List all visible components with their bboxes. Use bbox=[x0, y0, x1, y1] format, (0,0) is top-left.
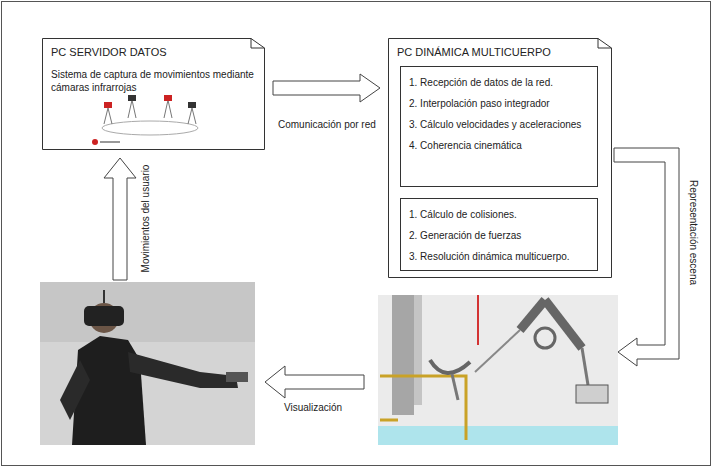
user-photo-part bbox=[60, 360, 90, 420]
scene-render-part bbox=[475, 330, 520, 372]
camera-rig-illustration-part bbox=[108, 108, 112, 124]
task-list-box: 1. Cálculo de colisiones. 2. Generación d… bbox=[400, 198, 598, 271]
camera-rig-illustration-part bbox=[104, 108, 108, 124]
computer-box: PC SERVIDOR DATOS Sistema de captura de m… bbox=[42, 38, 265, 150]
folder-fold bbox=[251, 39, 265, 49]
folder-fold bbox=[598, 39, 612, 49]
camera-rig-illustration-part bbox=[104, 102, 112, 108]
user-photo-part bbox=[40, 282, 255, 342]
camera-rig-illustration-part bbox=[100, 141, 120, 143]
folder-outline bbox=[388, 38, 612, 278]
box-description: Sistema de captura de movimientos median… bbox=[51, 68, 255, 94]
scene-render-arrow-part bbox=[614, 148, 679, 366]
computer-box: PC DINÁMICA MULTICUERPO 1. Recepción de d… bbox=[388, 38, 612, 278]
list-item: 3. Cálculo velocidades y aceleraciones bbox=[409, 118, 589, 131]
camera-rig-illustration-part bbox=[128, 95, 136, 101]
camera-rig-illustration-part bbox=[188, 108, 192, 124]
scene-render-part bbox=[520, 300, 545, 330]
scene-render-part bbox=[477, 295, 479, 345]
user-photo-part bbox=[103, 290, 105, 303]
user-photo-part bbox=[226, 372, 248, 382]
scene-render-part bbox=[582, 348, 588, 385]
camera-rig-illustration-part bbox=[164, 95, 172, 101]
scene-render-part bbox=[576, 385, 608, 403]
visualization-arrow-part bbox=[265, 366, 364, 398]
camera-rig-illustration-part bbox=[128, 100, 132, 118]
list-item: 4. Coherencia cinemática bbox=[409, 139, 589, 152]
camera-rig-illustration-part bbox=[102, 121, 198, 135]
list-item: 3. Resolución dinámica multicuerpo. bbox=[409, 250, 589, 263]
camera-rig-illustration-part bbox=[168, 100, 172, 118]
scene-render-part bbox=[378, 295, 618, 445]
scene-render-part bbox=[380, 376, 466, 440]
edge-label: Comunicación por red bbox=[278, 118, 376, 131]
scene-render-part bbox=[414, 295, 422, 405]
camera-rig-illustration-part bbox=[188, 102, 196, 108]
task-list-box: 1. Recepción de datos de la red. 2. Inter… bbox=[400, 66, 598, 187]
arrow-label: Visualización bbox=[284, 401, 342, 414]
scene-render-part bbox=[535, 328, 555, 348]
list-item: 2. Interpolación paso integrador bbox=[409, 97, 589, 110]
scene-render-part bbox=[452, 374, 458, 400]
camera-rig-illustration bbox=[92, 95, 198, 145]
user-photo bbox=[40, 282, 255, 445]
user-photo-part bbox=[128, 352, 238, 388]
folder-border bbox=[43, 39, 265, 150]
arrow-label: Representación escena bbox=[687, 180, 700, 285]
visualization-arrow bbox=[265, 366, 364, 398]
list-item: 1. Cálculo de colisiones. bbox=[409, 208, 589, 221]
folder-border bbox=[389, 39, 612, 278]
scene-render-part bbox=[545, 300, 582, 348]
camera-rig-illustration-part bbox=[192, 108, 196, 124]
list-item: 1. Recepción de datos de la red. bbox=[409, 76, 589, 89]
arrow-label: Movimientos del usuario bbox=[139, 165, 152, 273]
camera-rig-illustration-part bbox=[92, 139, 98, 145]
block-arrow bbox=[273, 74, 380, 102]
box-heading: PC DINÁMICA MULTICUERPO bbox=[397, 45, 602, 59]
user-movement-arrow bbox=[104, 158, 136, 280]
list-item: 2. Generación de fuerzas bbox=[409, 229, 589, 242]
camera-rig-illustration-part bbox=[132, 100, 136, 118]
box-heading: PC SERVIDOR DATOS bbox=[51, 45, 255, 59]
camera-rig-illustration-part bbox=[164, 100, 168, 118]
scene-render-arrow bbox=[614, 148, 679, 366]
scene-render-part bbox=[392, 295, 414, 415]
user-photo-part bbox=[84, 306, 124, 326]
scene-render-part bbox=[430, 360, 470, 373]
scene-render-part bbox=[378, 426, 618, 445]
user-movement-arrow-part bbox=[104, 158, 136, 280]
scene-render bbox=[378, 295, 618, 445]
user-photo-part bbox=[40, 282, 255, 445]
